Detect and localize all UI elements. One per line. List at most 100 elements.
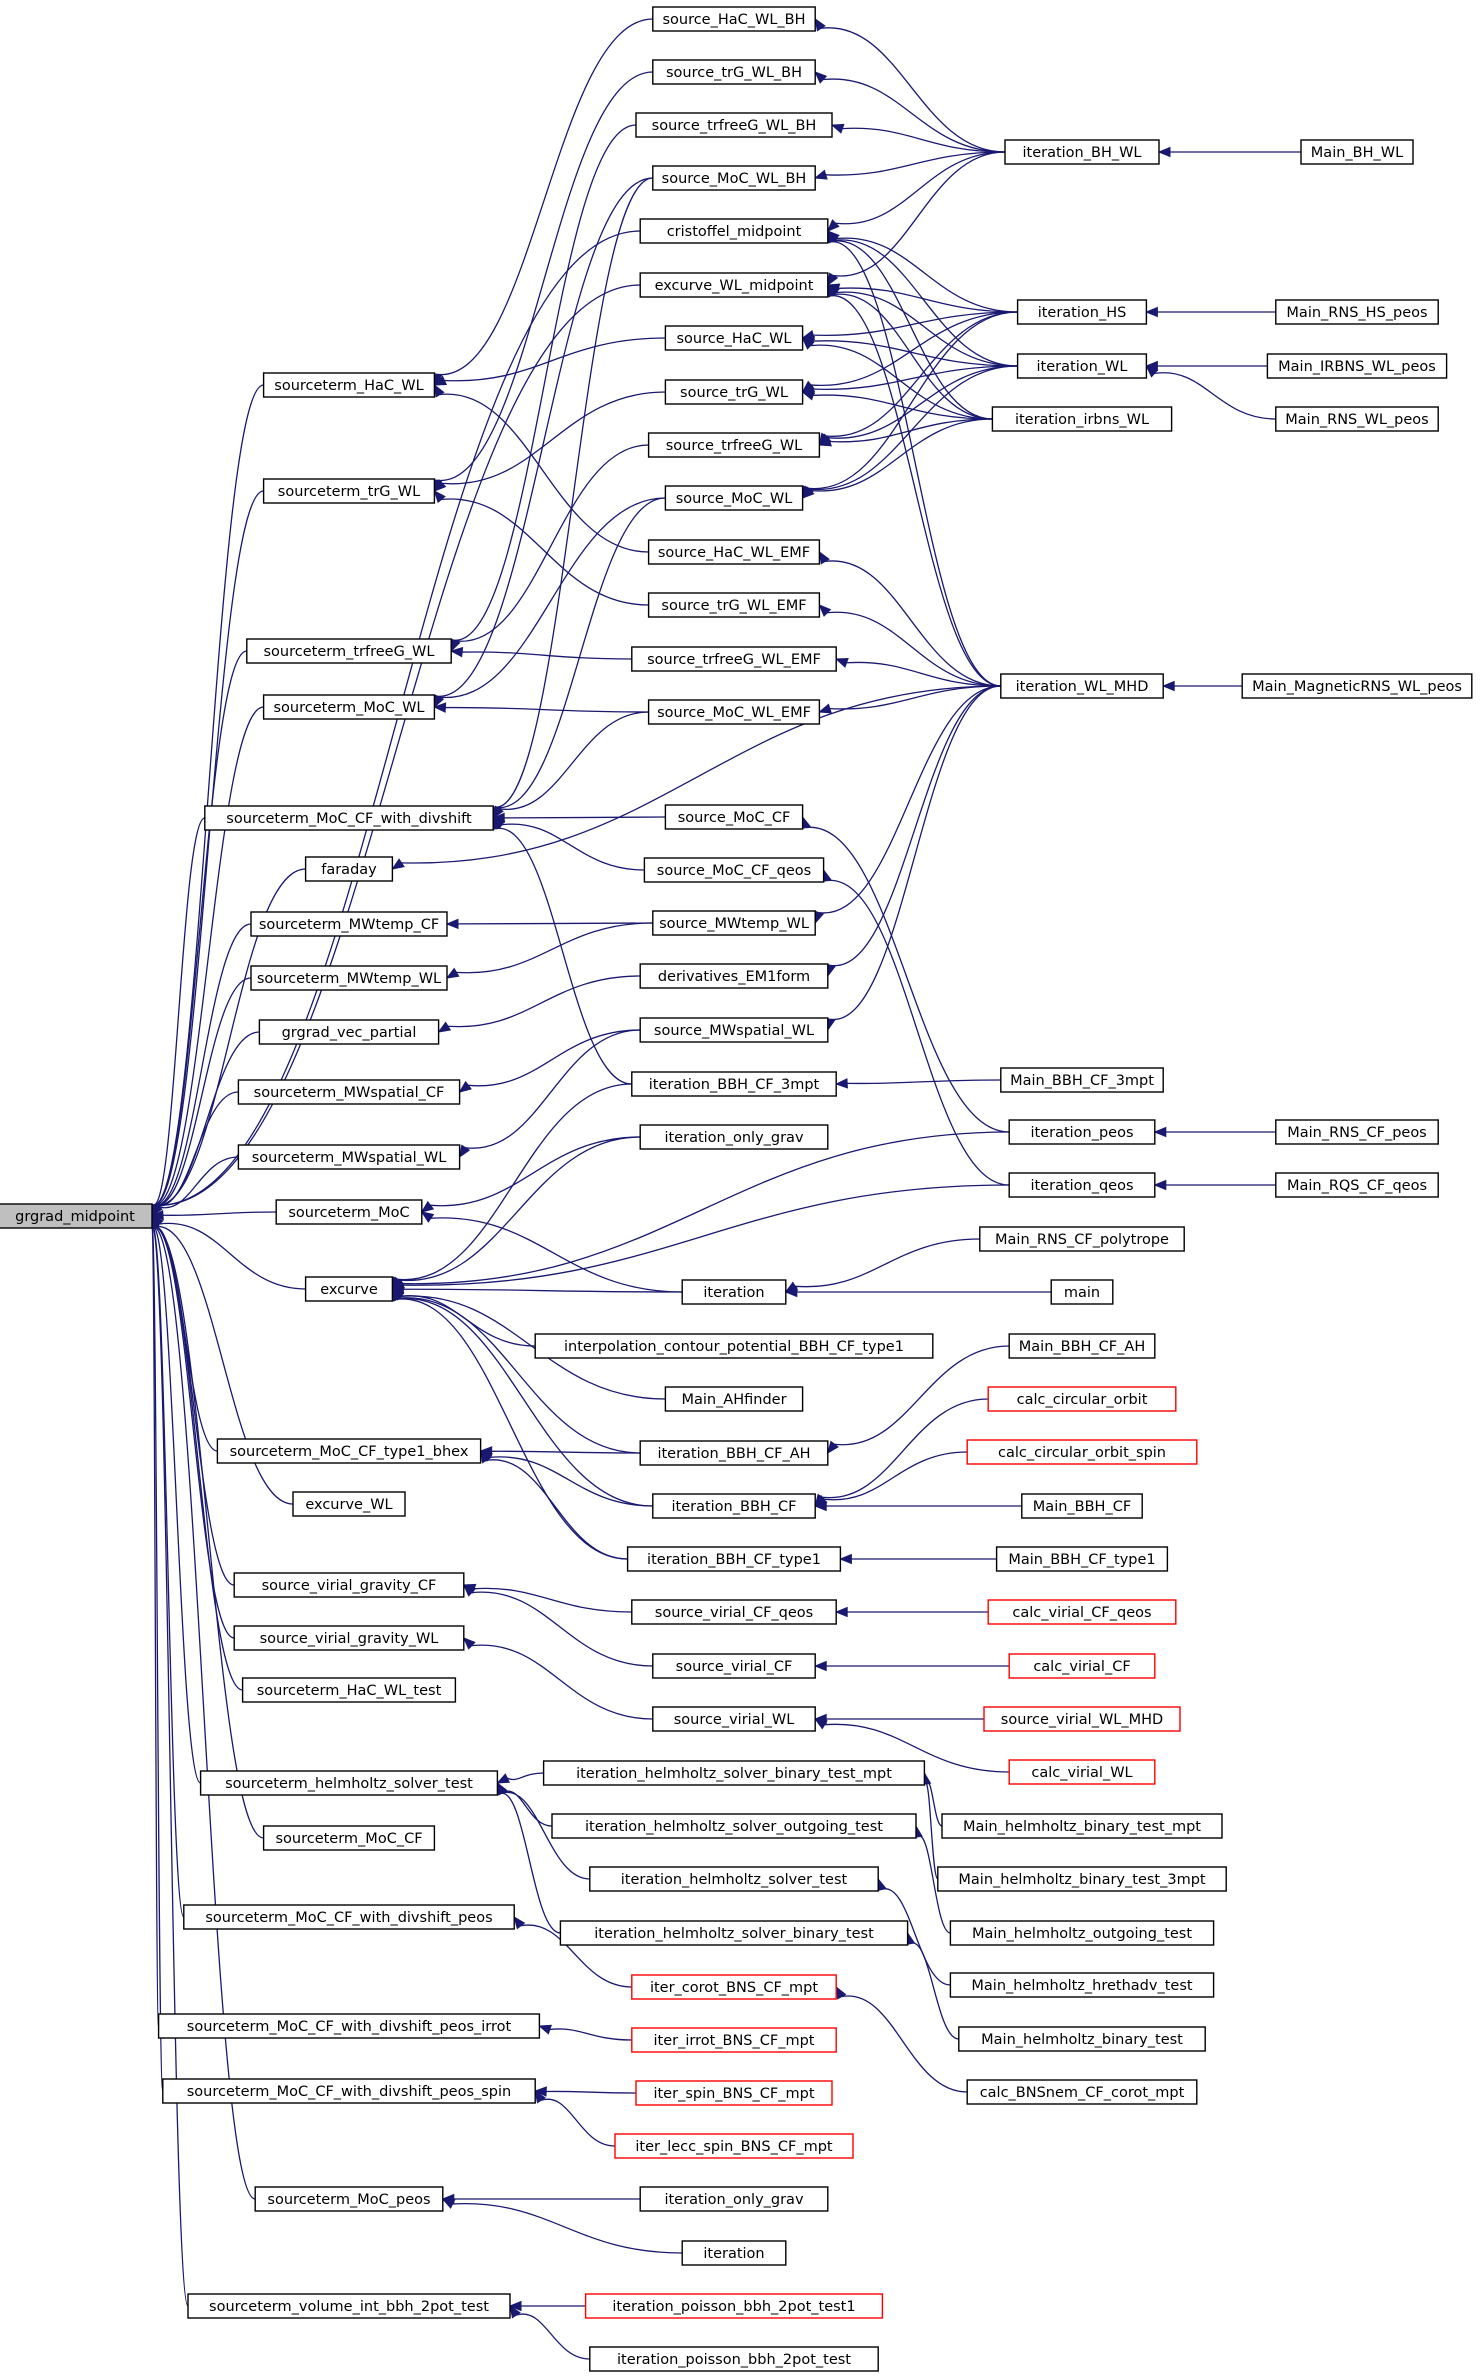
function-node[interactable]: sourceterm_MoC_WL: [262, 694, 436, 720]
function-node[interactable]: iteration_HS: [1016, 299, 1148, 325]
function-node[interactable]: source_trfreeG_WL_BH: [635, 112, 833, 138]
function-node[interactable]: iteration_BBH_CF_AH: [639, 1440, 829, 1466]
function-node[interactable]: Main_helmholtz_outgoing_test: [949, 1920, 1215, 1946]
function-node[interactable]: sourceterm_trG_WL: [262, 478, 436, 504]
function-node[interactable]: Main_BBH_CF_AH: [1008, 1333, 1156, 1359]
function-node[interactable]: source_trfreeG_WL_EMF: [631, 646, 837, 672]
function-node[interactable]: iteration_BH_WL: [1004, 139, 1160, 165]
function-node[interactable]: source_virial_WL: [652, 1706, 816, 1732]
function-node[interactable]: cristoffel_midpoint: [639, 218, 829, 244]
function-node[interactable]: iteration_WL_MHD: [1000, 673, 1164, 699]
function-node[interactable]: source_MoC_CF_qeos: [643, 857, 825, 883]
function-node[interactable]: sourceterm_HaC_WL_test: [241, 1677, 457, 1703]
function-node[interactable]: sourceterm_HaC_WL: [262, 372, 436, 398]
function-node[interactable]: source_trG_WL_EMF: [647, 592, 821, 618]
function-node[interactable]: Main_RNS_HS_peos: [1275, 299, 1439, 325]
function-node[interactable]: calc_virial_CF: [1008, 1653, 1156, 1679]
function-node[interactable]: sourceterm_MWspatial_WL: [237, 1144, 461, 1170]
function-node[interactable]: excurve: [304, 1276, 394, 1302]
function-node[interactable]: grgrad_vec_partial: [258, 1019, 440, 1045]
function-node[interactable]: iteration_BBH_CF: [652, 1493, 816, 1519]
function-node[interactable]: sourceterm_MoC_CF_with_divshift_peos: [183, 1904, 515, 1930]
function-node[interactable]: calc_BNSnem_CF_corot_mpt: [966, 2079, 1198, 2105]
function-node[interactable]: sourceterm_MoC_CF_with_divshift_peos_irr…: [157, 2013, 541, 2039]
function-node[interactable]: Main_BBH_CF_3mpt: [1000, 1067, 1164, 1093]
function-node[interactable]: sourceterm_helmholtz_solver_test: [199, 1770, 499, 1796]
function-node[interactable]: source_trG_WL_BH: [652, 59, 816, 85]
function-node[interactable]: sourceterm_MoC_CF_type1_bhex: [216, 1438, 482, 1464]
function-node[interactable]: Main_BBH_CF: [1021, 1493, 1143, 1519]
function-node[interactable]: source_MoC_WL: [664, 485, 804, 511]
function-node[interactable]: source_MoC_WL_BH: [652, 165, 816, 191]
function-node[interactable]: sourceterm_MoC_peos: [254, 2186, 444, 2212]
function-node[interactable]: iteration_helmholtz_solver_binary_test_m…: [542, 1760, 926, 1786]
function-node[interactable]: sourceterm_volume_int_bbh_2pot_test: [187, 2293, 511, 2319]
function-node[interactable]: iter_lecc_spin_BNS_CF_mpt: [614, 2133, 854, 2159]
function-node[interactable]: iteration_helmholtz_solver_binary_test: [559, 1920, 909, 1946]
function-node[interactable]: sourceterm_trfreeG_WL: [246, 638, 452, 664]
function-node[interactable]: Main_helmholtz_binary_test: [958, 2026, 1206, 2052]
function-node[interactable]: calc_virial_WL: [1008, 1759, 1156, 1785]
function-node[interactable]: Main_helmholtz_hrethadv_test: [949, 1972, 1215, 1998]
function-node[interactable]: derivatives_EM1form: [639, 963, 829, 989]
function-node[interactable]: iteration: [681, 1279, 787, 1305]
function-node[interactable]: source_MWtemp_WL: [652, 910, 816, 936]
function-node[interactable]: Main_RNS_CF_peos: [1275, 1119, 1439, 1145]
function-node[interactable]: calc_circular_orbit_spin: [966, 1439, 1198, 1465]
function-node[interactable]: source_HaC_WL_EMF: [647, 539, 821, 565]
function-node[interactable]: iteration_irbns_WL: [991, 406, 1173, 432]
function-node[interactable]: source_virial_gravity_WL: [233, 1625, 465, 1651]
function-node[interactable]: iter_irrot_BNS_CF_mpt: [631, 2027, 837, 2053]
function-node[interactable]: iter_corot_BNS_CF_mpt: [631, 1974, 837, 2000]
function-node[interactable]: iteration_WL: [1016, 353, 1148, 379]
function-node[interactable]: iteration_only_grav: [639, 1124, 829, 1150]
function-node[interactable]: source_virial_CF: [652, 1653, 816, 1679]
function-node[interactable]: Main_RQS_CF_qeos: [1275, 1172, 1439, 1198]
function-node[interactable]: iteration: [681, 2240, 787, 2266]
function-node[interactable]: sourceterm_MoC: [275, 1199, 423, 1225]
function-node[interactable]: iteration_poisson_bbh_2pot_test: [589, 2346, 879, 2372]
function-node[interactable]: sourceterm_MoC_CF_with_divshift_peos_spi…: [162, 2078, 536, 2104]
function-node[interactable]: iteration_peos: [1008, 1119, 1156, 1145]
function-node[interactable]: Main_helmholtz_binary_test_3mpt: [937, 1866, 1227, 1892]
function-node[interactable]: Main_BBH_CF_type1: [995, 1546, 1169, 1572]
function-node[interactable]: iteration_qeos: [1008, 1172, 1156, 1198]
function-node[interactable]: sourceterm_MWspatial_CF: [237, 1079, 461, 1105]
function-node[interactable]: source_HaC_WL: [664, 325, 804, 351]
root-function-node[interactable]: grgrad_midpoint: [0, 1203, 153, 1229]
function-node[interactable]: iteration_helmholtz_solver_test: [589, 1866, 879, 1892]
function-node[interactable]: Main_RNS_WL_peos: [1275, 406, 1439, 432]
function-node[interactable]: interpolation_contour_potential_BBH_CF_t…: [534, 1333, 934, 1359]
function-node[interactable]: source_virial_WL_MHD: [983, 1706, 1181, 1732]
function-node[interactable]: sourceterm_MoC_CF_with_divshift: [204, 805, 494, 831]
function-node[interactable]: source_virial_gravity_CF: [233, 1572, 465, 1598]
function-node[interactable]: iter_spin_BNS_CF_mpt: [635, 2080, 833, 2106]
function-node[interactable]: iteration_poisson_bbh_2pot_test1: [584, 2293, 884, 2319]
function-node[interactable]: Main_MagneticRNS_WL_peos: [1241, 673, 1473, 699]
function-node[interactable]: iteration_BBH_CF_3mpt: [631, 1071, 837, 1097]
function-node[interactable]: iteration_helmholtz_solver_outgoing_test: [551, 1813, 917, 1839]
function-node[interactable]: excurve_WL_midpoint: [639, 272, 829, 298]
function-node[interactable]: iteration_BBH_CF_type1: [626, 1546, 842, 1572]
function-node[interactable]: calc_virial_CF_qeos: [987, 1599, 1177, 1625]
function-node[interactable]: Main_IRBNS_WL_peos: [1266, 353, 1448, 379]
function-node[interactable]: Main_AHfinder: [664, 1386, 804, 1412]
function-node[interactable]: source_trfreeG_WL: [647, 432, 821, 458]
function-node[interactable]: source_MoC_CF: [664, 804, 804, 830]
function-node[interactable]: sourceterm_MWtemp_CF: [250, 911, 448, 937]
function-node[interactable]: Main_helmholtz_binary_test_mpt: [941, 1813, 1223, 1839]
function-node[interactable]: Main_BH_WL: [1300, 139, 1414, 165]
function-node[interactable]: excurve_WL: [292, 1491, 406, 1517]
function-node[interactable]: calc_circular_orbit: [987, 1386, 1177, 1412]
function-node[interactable]: source_virial_CF_qeos: [631, 1599, 837, 1625]
function-node[interactable]: iteration_only_grav: [639, 2186, 829, 2212]
function-node[interactable]: sourceterm_MWtemp_WL: [250, 965, 448, 991]
function-node[interactable]: faraday: [304, 856, 394, 882]
function-node[interactable]: source_HaC_WL_BH: [652, 6, 816, 32]
function-node[interactable]: Main_RNS_CF_polytrope: [979, 1226, 1185, 1252]
function-node[interactable]: main: [1050, 1279, 1114, 1305]
function-node[interactable]: source_trG_WL: [664, 379, 804, 405]
function-node[interactable]: source_MWspatial_WL: [639, 1017, 829, 1043]
function-node[interactable]: source_MoC_WL_EMF: [647, 699, 821, 725]
function-node[interactable]: sourceterm_MoC_CF: [262, 1825, 436, 1851]
